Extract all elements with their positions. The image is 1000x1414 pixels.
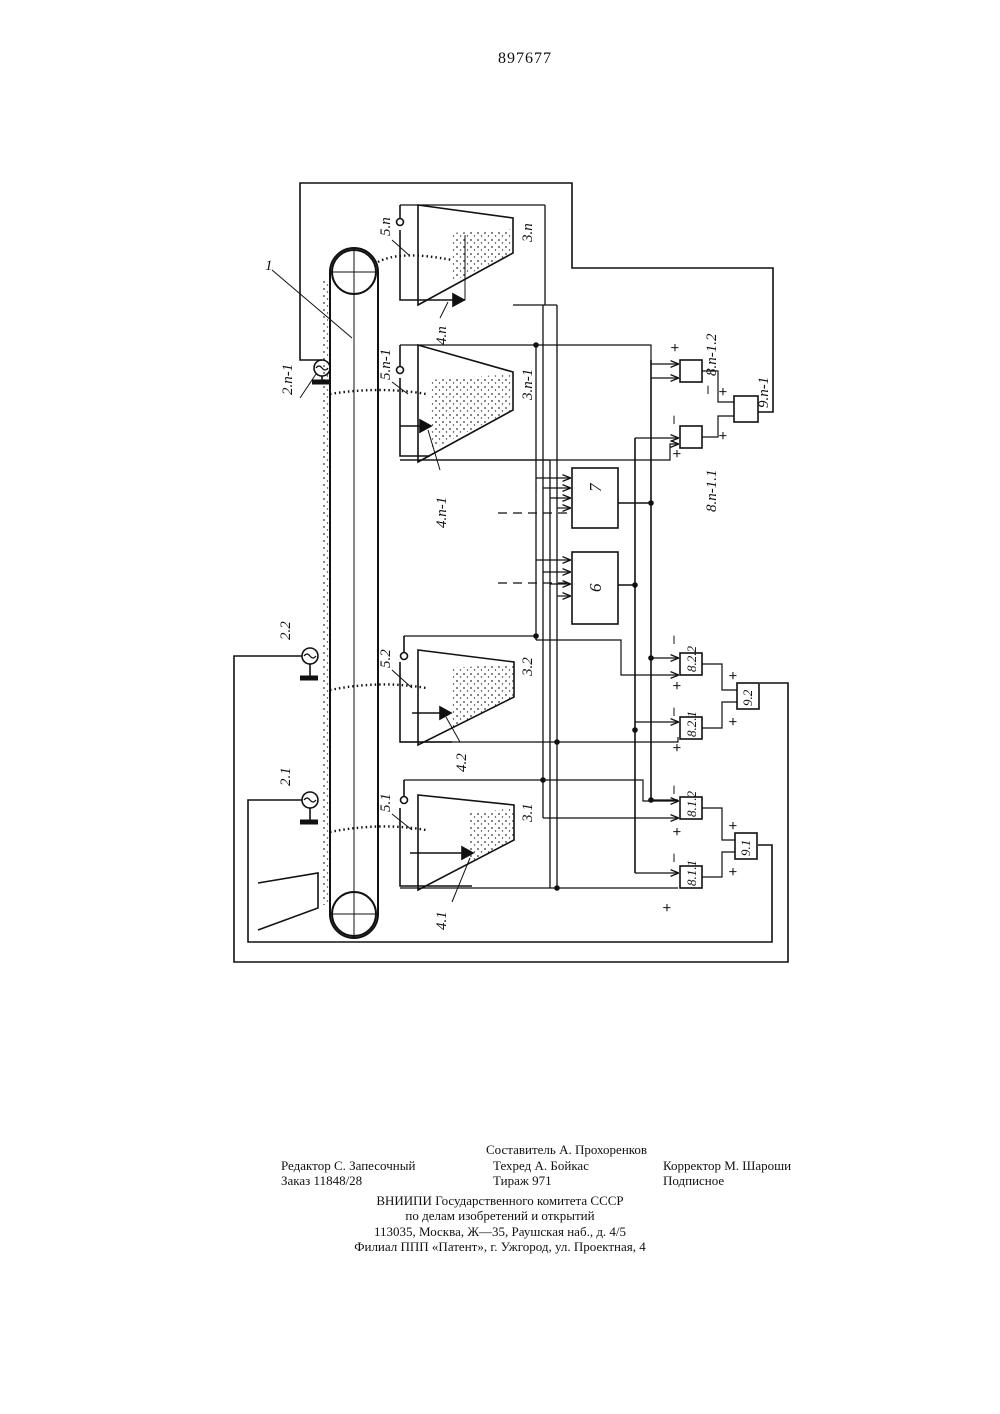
label-comparator-8-1-1: 8.1.1 bbox=[684, 860, 699, 886]
block-inputs bbox=[498, 478, 570, 596]
sign-plus: + bbox=[669, 827, 686, 836]
imprint-corrector: Корректор М. Шароши bbox=[663, 1158, 791, 1174]
label-bin-3-2: 3.2 bbox=[520, 657, 536, 677]
imprint-techred: Техред А. Бойкас bbox=[493, 1158, 589, 1174]
label-bin-3-n-1: 3.п-1 bbox=[520, 369, 536, 401]
imprint-subscription: Подписное bbox=[663, 1173, 724, 1189]
label-bin-3-1: 3.1 bbox=[520, 803, 536, 823]
sensor-2-2 bbox=[300, 648, 318, 678]
sign-plus: + bbox=[725, 821, 742, 830]
signal-bus bbox=[400, 205, 557, 888]
sign-plus: + bbox=[725, 717, 742, 726]
label-feeder-5-n: 5.п bbox=[378, 217, 394, 236]
label-summer-9-2: 9.2 bbox=[740, 689, 755, 706]
label-gauge-4-2: 4.2 bbox=[454, 753, 470, 772]
label-conveyor: 1 bbox=[265, 258, 273, 274]
sign-plus: + bbox=[725, 867, 742, 876]
bin-3-1 bbox=[400, 780, 543, 890]
label-gauge-4-1: 4.1 bbox=[434, 911, 450, 930]
loading-hopper bbox=[258, 873, 318, 930]
label-comparator-8-2-2: 8.2.2 bbox=[684, 646, 699, 673]
imprint-order: Заказ 11848/28 bbox=[281, 1173, 362, 1189]
label-feeder-5-2: 5.2 bbox=[378, 649, 394, 668]
label-comparator-8-n-1-2: 8.п-1.2 bbox=[704, 333, 720, 376]
bin-3-n-1 bbox=[397, 345, 537, 462]
sign-minus: – bbox=[665, 707, 682, 716]
sign-plus: + bbox=[725, 671, 742, 680]
label-feeder-5-1: 5.1 bbox=[378, 793, 394, 812]
imprint-editor: Редактор С. Запесочный bbox=[281, 1158, 415, 1174]
sign-plus: + bbox=[669, 681, 686, 690]
imprint-org-4: Филиал ППП «Патент», г. Ужгород, ул. Про… bbox=[0, 1239, 1000, 1255]
summer-wiring bbox=[702, 371, 737, 877]
imprint-circulation: Тираж 971 bbox=[493, 1173, 552, 1189]
sign-plus: + bbox=[669, 449, 686, 458]
sign-minus: – bbox=[665, 415, 682, 424]
summer-9-n-1 bbox=[734, 396, 758, 422]
label-summer-9-n-1: 9.п-1 bbox=[756, 377, 772, 408]
sensor-2-1 bbox=[300, 792, 318, 822]
imprint-org-2: по делам изобретений и открытий bbox=[0, 1208, 1000, 1224]
sign-plus: + bbox=[667, 343, 684, 352]
sign-plus: + bbox=[715, 431, 732, 440]
label-feeder-5-n-1: 5.п-1 bbox=[378, 349, 394, 380]
patent-schematic: 1 2.п-1 2.2 2.1 3.п 3.п-1 3.2 3.1 4.п 4.… bbox=[0, 0, 1000, 1000]
sign-plus: + bbox=[669, 743, 686, 752]
block-7 bbox=[572, 468, 618, 528]
imprint-org-1: ВНИИПИ Государственного комитета СССР bbox=[0, 1193, 1000, 1209]
label-block-6: 6 bbox=[586, 583, 605, 592]
sign-plus: + bbox=[659, 903, 676, 912]
label-gauge-4-n: 4.п bbox=[434, 326, 450, 345]
sign-minus: – bbox=[665, 853, 682, 862]
conveyor-belt bbox=[322, 248, 378, 938]
imprint-compiler: Составитель А. Прохоренков bbox=[486, 1142, 647, 1158]
label-bin-3-n: 3.п bbox=[520, 223, 536, 243]
label-comparator-8-1-2: 8.1.2 bbox=[684, 791, 699, 818]
comparator-8-n-1-2 bbox=[680, 360, 702, 382]
comparator-8-n-1-1 bbox=[680, 426, 702, 448]
label-comparator-8-2-1: 8.2.1 bbox=[684, 711, 699, 737]
sign-minus: – bbox=[665, 635, 682, 644]
label-sensor-2-1: 2.1 bbox=[278, 767, 294, 786]
label-sensor-2-n-1: 2.п-1 bbox=[280, 364, 296, 395]
imprint-org-3: 113035, Москва, Ж—35, Раушская наб., д. … bbox=[0, 1224, 1000, 1240]
label-summer-9-1: 9.1 bbox=[738, 840, 753, 856]
sign-minus: – bbox=[665, 785, 682, 794]
label-block-7: 7 bbox=[586, 482, 605, 492]
sign-plus: + bbox=[715, 387, 732, 396]
label-gauge-4-n-1: 4.п-1 bbox=[434, 497, 450, 528]
label-sensor-2-2: 2.2 bbox=[278, 621, 294, 640]
bin-3-n bbox=[397, 205, 546, 306]
sign-minus: – bbox=[699, 385, 716, 394]
bin-3-2 bbox=[400, 636, 536, 745]
label-comparator-8-n-1-1: 8.п-1.1 bbox=[704, 470, 720, 513]
